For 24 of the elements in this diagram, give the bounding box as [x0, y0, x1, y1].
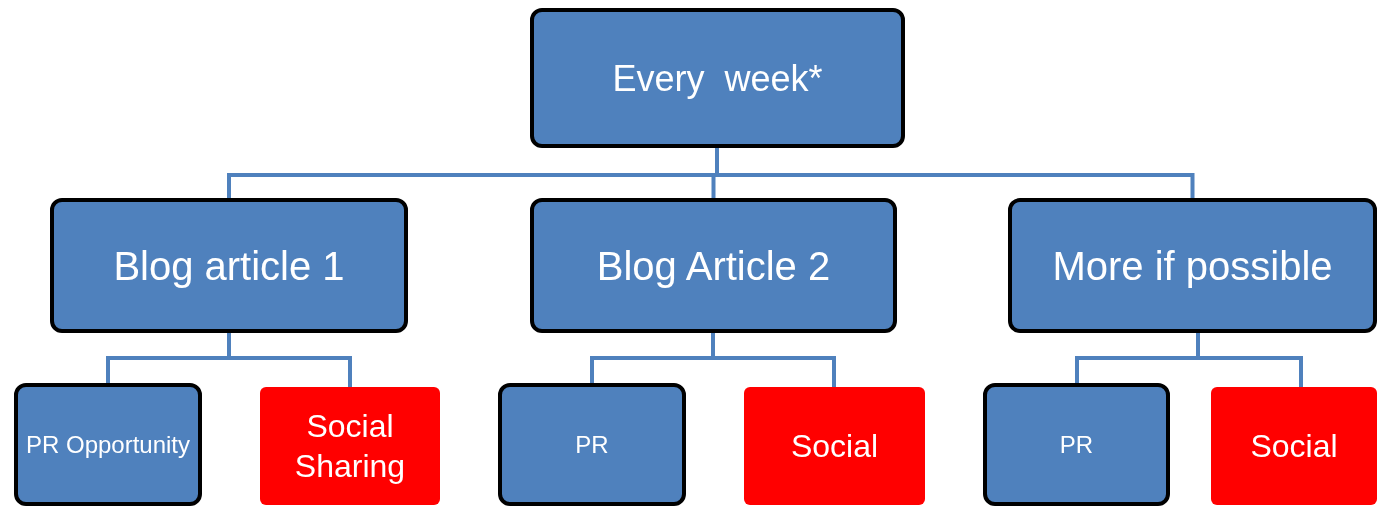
box-label: Blog Article 2: [595, 242, 832, 290]
org-box: [14, 383, 202, 506]
connector-line: [1196, 333, 1303, 387]
org-box: [498, 383, 686, 506]
box-label: PR Opportunity: [24, 429, 192, 460]
org-box: [260, 387, 440, 505]
box-label: Every week*: [611, 56, 824, 101]
connector-line: [715, 148, 1195, 198]
box-label: Blog article 1: [112, 242, 346, 290]
connector-line: [711, 333, 836, 387]
box-label: Social: [1249, 427, 1339, 466]
box-label: PR: [574, 429, 610, 460]
box-label: PR: [1058, 429, 1095, 460]
org-box: [744, 387, 925, 505]
org-box: [50, 198, 408, 333]
org-box: [1008, 198, 1377, 333]
box-label: More if possible: [1051, 242, 1334, 290]
box-label: Social Sharing: [293, 407, 407, 486]
org-box: [530, 198, 897, 333]
org-box: [1211, 387, 1377, 505]
box-label: Social: [789, 427, 880, 466]
org-box: [983, 383, 1170, 506]
connector-line: [227, 333, 352, 387]
org-box: [530, 8, 905, 148]
